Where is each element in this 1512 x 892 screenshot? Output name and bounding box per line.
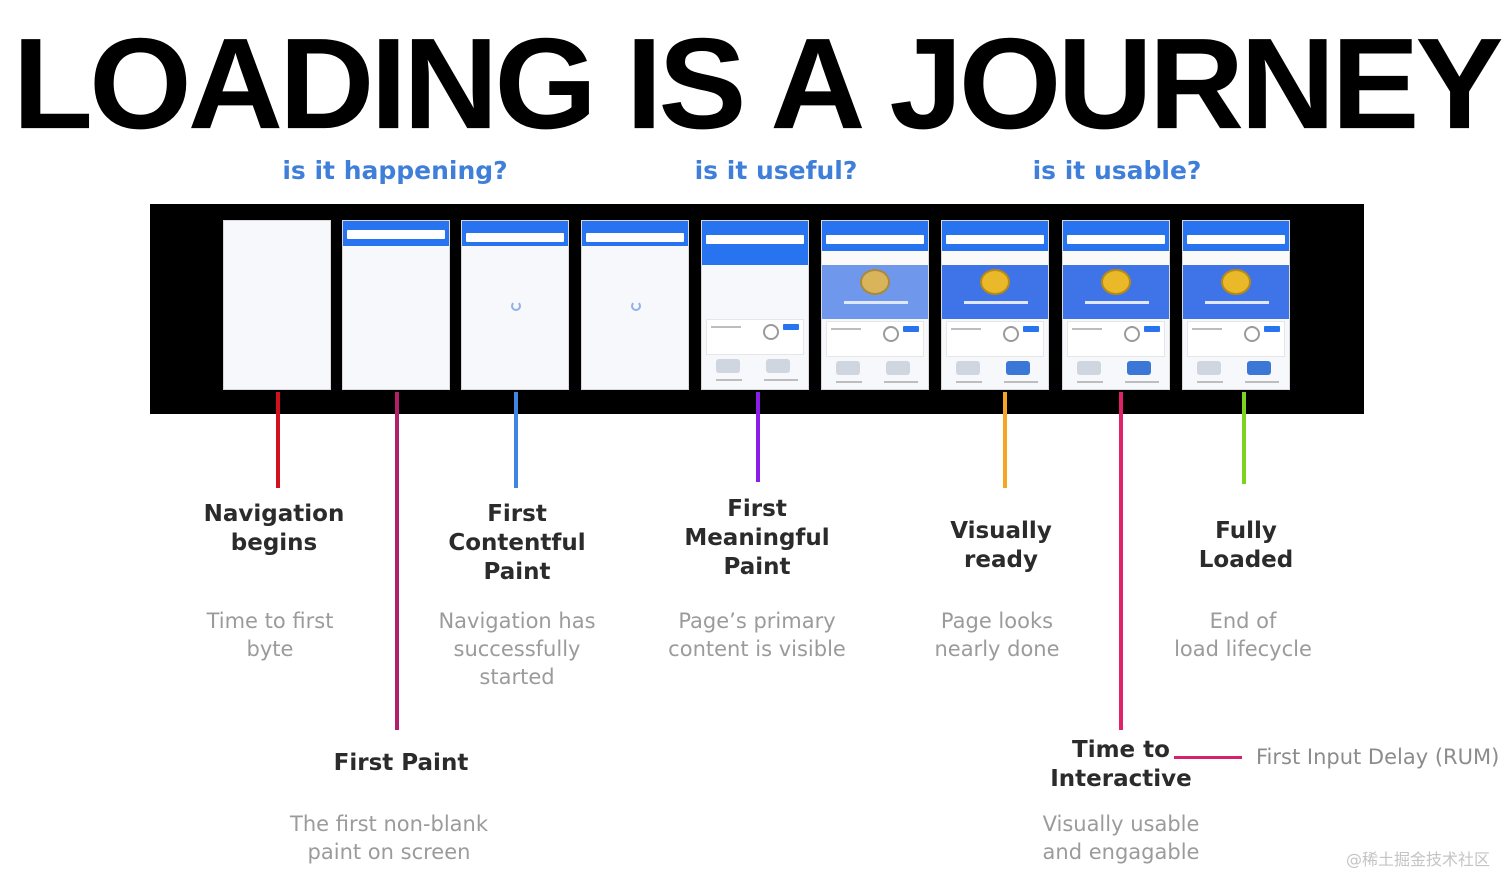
label-fcp: First Contentful Paint bbox=[448, 501, 586, 585]
stem-fcp bbox=[514, 392, 518, 488]
frame-banner-loading bbox=[821, 220, 929, 390]
clock-icon bbox=[763, 324, 779, 340]
medal-icon bbox=[1101, 269, 1131, 295]
stem-fmp bbox=[756, 392, 760, 482]
label-tti: Time to Interactive bbox=[1050, 737, 1192, 792]
stem-first-paint bbox=[395, 392, 399, 730]
spinner-icon bbox=[511, 301, 521, 311]
frame-loading bbox=[581, 220, 689, 390]
app-header bbox=[343, 221, 449, 246]
frame-meaningful bbox=[701, 220, 809, 390]
spinner-icon bbox=[631, 301, 641, 311]
fid-connector bbox=[1174, 756, 1242, 759]
label-fid: First Input Delay (RUM) bbox=[1256, 745, 1500, 769]
stem-visually-ready bbox=[1003, 392, 1007, 488]
app-header bbox=[1183, 221, 1289, 251]
app-header bbox=[582, 221, 688, 246]
frame-first-paint bbox=[342, 220, 450, 390]
frame-visually-ready bbox=[941, 220, 1049, 390]
desc-fmp: Page’s primary content is visible bbox=[668, 609, 846, 661]
medal-icon bbox=[1221, 269, 1251, 295]
app-header bbox=[1063, 221, 1169, 251]
medal-icon bbox=[860, 269, 890, 295]
desc-navigation: Time to first byte bbox=[206, 609, 334, 661]
desc-visually-ready: Page looks nearly done bbox=[934, 609, 1060, 661]
question-happening: is it happening? bbox=[282, 156, 508, 185]
frame-interactive bbox=[1062, 220, 1170, 390]
frame-blank bbox=[223, 220, 331, 390]
desc-tti: Visually usable and engagable bbox=[1042, 812, 1200, 864]
clock-icon bbox=[883, 326, 899, 342]
label-first-paint: First Paint bbox=[333, 750, 469, 776]
desc-fully-loaded: End of load lifecycle bbox=[1174, 609, 1312, 661]
label-fully-loaded: Fully Loaded bbox=[1198, 518, 1294, 573]
app-header bbox=[822, 221, 928, 251]
desc-fcp: Navigation has successfully started bbox=[438, 609, 596, 689]
frame-contentful bbox=[461, 220, 569, 390]
medal-icon bbox=[980, 269, 1010, 295]
app-header bbox=[942, 221, 1048, 251]
stem-tti bbox=[1119, 392, 1123, 730]
stem-navigation bbox=[276, 392, 280, 488]
label-visually-ready: Visually ready bbox=[950, 518, 1052, 573]
clock-icon bbox=[1003, 326, 1019, 342]
label-navigation: Navigation begins bbox=[203, 501, 345, 556]
page-title: LOADING IS A JOURNEY bbox=[12, 11, 1503, 156]
clock-icon bbox=[1244, 326, 1260, 342]
question-useful: is it useful? bbox=[694, 156, 858, 185]
stem-fully-loaded bbox=[1242, 392, 1246, 484]
app-header bbox=[462, 221, 568, 246]
watermark: @稀土掘金技术社区 bbox=[1345, 850, 1490, 869]
question-usable: is it usable? bbox=[1032, 156, 1202, 185]
label-fmp: First Meaningful Paint bbox=[684, 496, 830, 580]
clock-icon bbox=[1124, 326, 1140, 342]
desc-first-paint: The first non-blank paint on screen bbox=[290, 812, 488, 864]
frame-fully-loaded bbox=[1182, 220, 1290, 390]
app-header bbox=[702, 221, 808, 251]
